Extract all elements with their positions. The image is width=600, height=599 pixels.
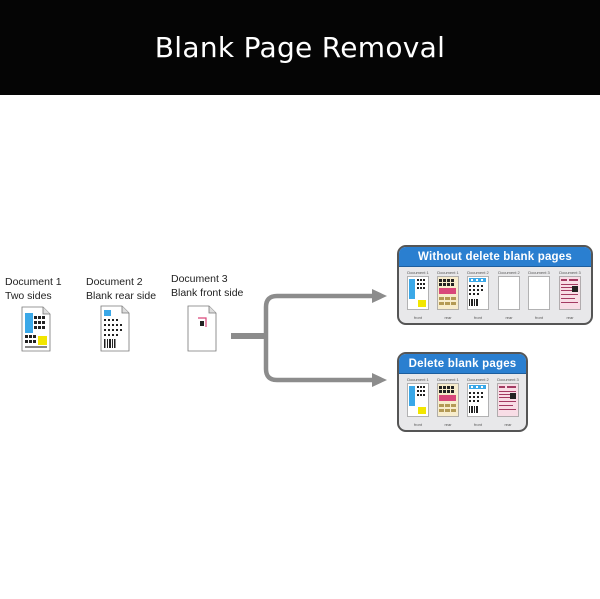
page-doc-label: Document 3 [497,377,519,382]
page-thumbnail [497,383,519,417]
page-side-label: front [473,422,482,427]
page-side-label: rear [566,315,574,320]
page-thumbnail [407,383,429,417]
feed-arrow-stem [231,333,267,339]
page-doc-label: Document 1 [437,377,459,382]
upper-arrowhead-icon [372,289,387,303]
document-1-description: Two sides [5,290,52,302]
page-doc-label: Document 2 [498,270,520,275]
delete-blank-panel-title: Delete blank pages [399,354,526,374]
document-2-description: Blank rear side [86,290,157,302]
page-doc-label: Document 3 [559,270,581,275]
page-thumbnail [437,383,459,417]
document-2-label: Document 2 Blank rear side [86,275,156,303]
document-3-icon [187,305,217,352]
page-side-label: front [534,315,543,320]
page-side-label: rear [444,315,452,320]
title-bar: Blank Page Removal [0,0,600,95]
page-doc-label: Document 1 [407,270,429,275]
document-1-name: Document 1 [5,276,62,288]
document-1-label: Document 1 Two sides [5,275,62,303]
page-tile: Document 1 rear [437,377,459,429]
document-2-name: Document 2 [86,276,143,288]
page-tile: Document 2 front [467,377,489,429]
page-doc-label: Document 3 [528,270,550,275]
page-side-label: rear [505,315,513,320]
lower-arrow-line [263,336,372,383]
page-tile: Document 1 front [407,270,429,322]
upper-arrow-line [263,293,372,336]
page-side-label: rear [444,422,452,427]
page-side-label: front [413,315,422,320]
document-3-name: Document 3 [171,273,228,285]
document-1-icon [21,306,51,352]
without-delete-panel: Without delete blank pages Document 1 fr… [397,245,593,325]
without-delete-panel-title: Without delete blank pages [399,247,591,267]
page-side-label: front [413,422,422,427]
document-3-label: Document 3 Blank front side [171,272,243,300]
page-tile: Document 1 front [407,377,429,429]
page-doc-label: Document 2 [467,270,489,275]
page-tile: Document 3 rear [497,377,519,429]
page-doc-label: Document 2 [467,377,489,382]
document-3-description: Blank front side [171,287,244,299]
page-tile: Document 3 rear [559,270,581,322]
page-tile: Document 3 front [528,270,550,322]
page-thumbnail [437,276,459,310]
page-tile: Document 2 rear [498,270,520,322]
page-title: Blank Page Removal [154,31,446,64]
page-thumbnail [467,276,489,310]
page-tile: Document 2 front [467,270,489,322]
page-doc-label: Document 1 [437,270,459,275]
delete-blank-panel: Delete blank pages Document 1 front Docu… [397,352,528,432]
page-tile: Document 1 rear [437,270,459,322]
page-thumbnail [407,276,429,310]
document-2-icon [100,305,130,352]
page-thumbnail [559,276,581,310]
page-side-label: front [473,315,482,320]
lower-arrowhead-icon [372,373,387,387]
page-thumbnail-blank [498,276,520,310]
page-thumbnail-blank [528,276,550,310]
page-side-label: rear [504,422,512,427]
page-doc-label: Document 1 [407,377,429,382]
page-thumbnail [467,383,489,417]
